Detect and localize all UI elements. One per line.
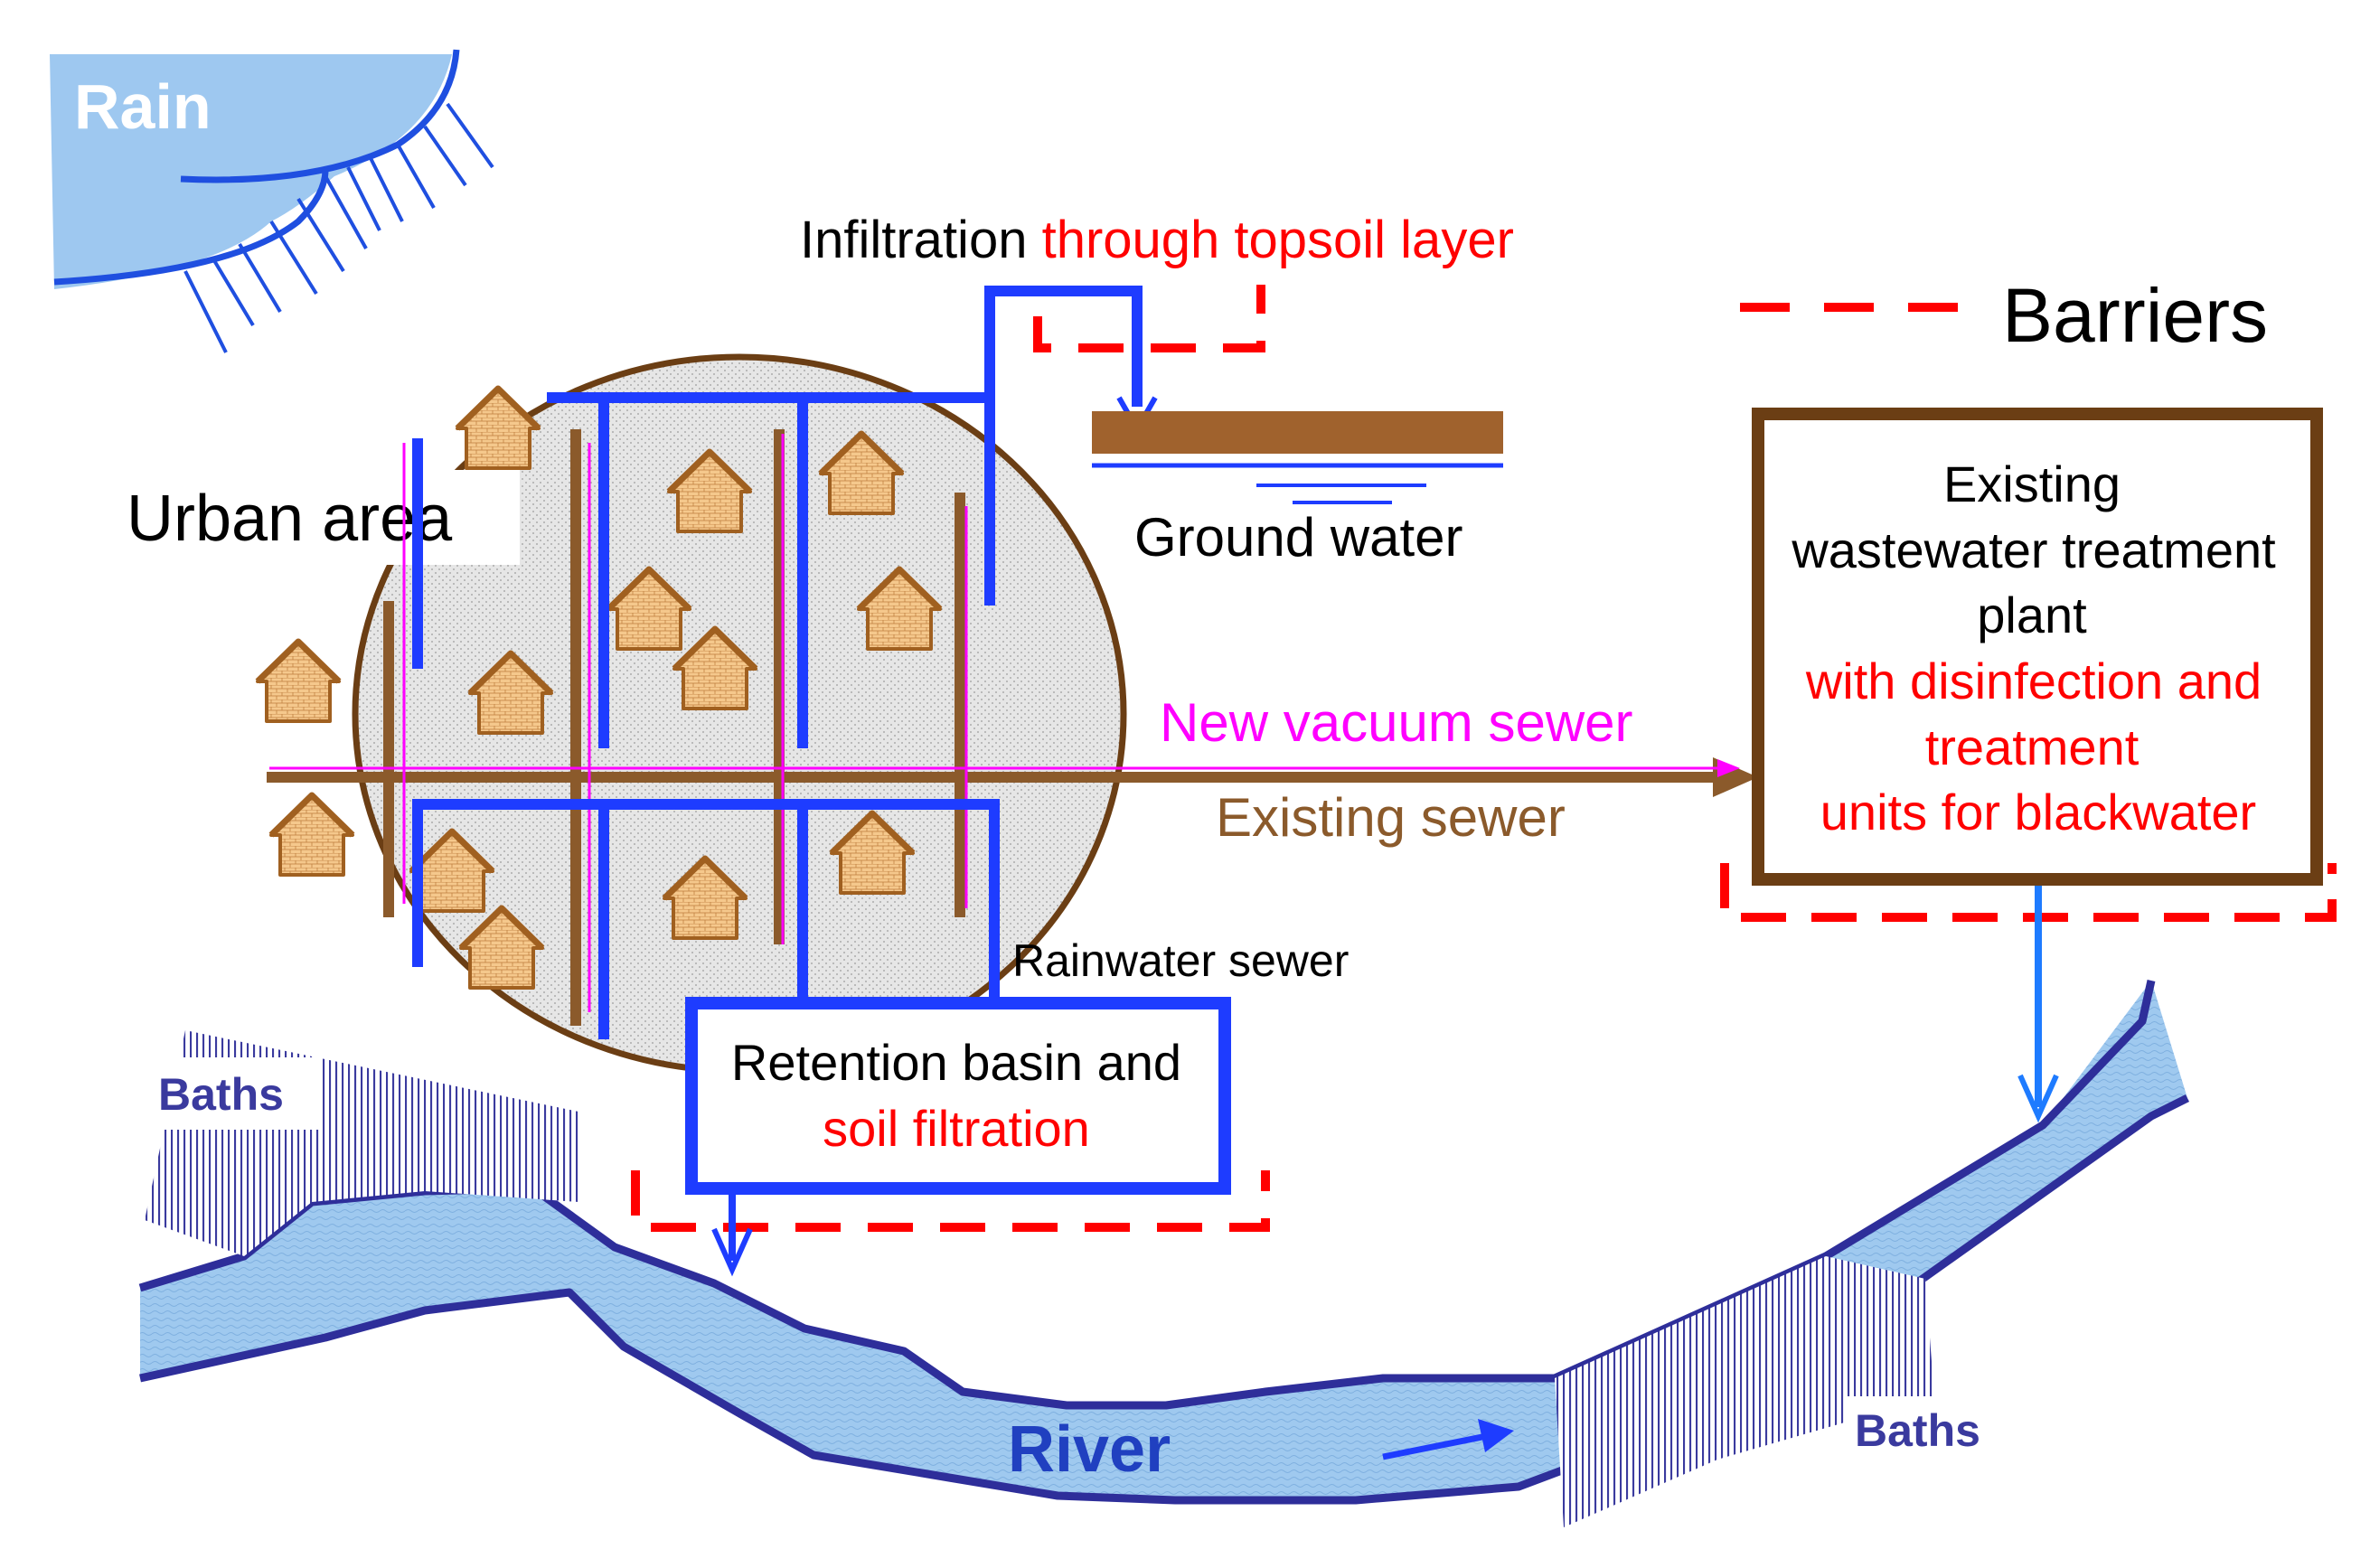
infiltration-label-red: through topsoil layer <box>1042 211 1514 269</box>
new-vacuum-sewer-label: New vacuum sewer <box>1160 692 1633 753</box>
river-flow-arrowhead <box>1478 1419 1514 1452</box>
barriers-legend-label: Barriers <box>2002 273 2268 358</box>
baths-left-label: Baths <box>158 1069 284 1120</box>
house-icon <box>666 448 753 533</box>
retention-basin-box: Retention basin and soil filtration <box>685 997 1231 1195</box>
rain-label: Rain <box>74 71 212 142</box>
ground-water-label: Ground water <box>1134 507 1463 568</box>
rain-streaks <box>183 102 494 353</box>
house-icon <box>268 792 355 877</box>
ground-water: Ground water <box>1092 411 1503 568</box>
wwtp-title-line2: wastewater treatment <box>1791 521 2276 578</box>
existing-sewer-network <box>267 429 1735 1026</box>
rainwater-sewer-network <box>412 298 1000 1039</box>
infiltration-label-black: Infiltration <box>800 211 1042 269</box>
wwtp-title-line3: plant <box>1977 587 2087 643</box>
house-icon <box>458 905 545 990</box>
infiltration-pipe <box>984 286 1143 407</box>
rain-cloud-edge-upper <box>180 49 460 183</box>
house-icon <box>662 855 748 940</box>
wwtp-outflow-arrowhead <box>2017 1074 2059 1123</box>
wwtp-red-line1: with disinfection and <box>1805 653 2262 709</box>
wwtp-frame <box>1752 408 2323 886</box>
wwtp-box: Existing wastewater treatment plant with… <box>1752 408 2323 886</box>
baths-right-hatch <box>1555 1256 1934 1527</box>
rain-cloud-shape <box>50 54 452 289</box>
house-icon <box>455 385 541 470</box>
house-icon <box>818 430 905 515</box>
rain-cloud: Rain <box>50 49 494 353</box>
retention-basin-line2: soil filtration <box>823 1100 1090 1157</box>
house-icon <box>467 650 554 735</box>
house-icon <box>606 566 692 651</box>
barriers-legend: Barriers <box>1740 273 2268 358</box>
wwtp-title-line1: Existing <box>1943 455 2121 512</box>
wwtp-red-line2: treatment <box>1925 718 2140 775</box>
vacuum-sewer-network <box>269 434 1731 1012</box>
house-icon <box>856 566 943 651</box>
retention-basin-line1: Retention basin and <box>731 1034 1181 1091</box>
wwtp-barrier <box>1720 863 2337 922</box>
baths-left: Baths <box>145 1030 578 1256</box>
baths-right: Baths <box>1555 1256 2025 1527</box>
vacuum-sewer-arrowhead <box>1717 759 1740 777</box>
retention-outflow-arrowhead <box>711 1227 753 1277</box>
existing-sewer-label: Existing sewer <box>1216 787 1566 848</box>
retention-barrier <box>631 1170 1270 1232</box>
house-icon <box>255 638 342 723</box>
river-label: River <box>1008 1413 1171 1486</box>
retention-basin-frame <box>685 997 1231 1195</box>
baths-right-label: Baths <box>1855 1405 1980 1456</box>
house-icon <box>672 625 758 710</box>
houses <box>255 385 943 990</box>
house-icon <box>829 810 916 895</box>
wwtp-red-line3: units for blackwater <box>1820 784 2256 840</box>
ground-soil-bar <box>1092 411 1503 454</box>
urban-area-label-group: Urban area <box>113 470 520 565</box>
rainwater-sewer-label: Rainwater sewer <box>1012 935 1349 986</box>
rain-cloud-edge-lower <box>53 169 329 286</box>
infiltration-label: Infiltration through topsoil layer <box>800 211 1514 269</box>
urban-area-label: Urban area <box>127 483 453 555</box>
infiltration-barrier <box>1033 285 1265 352</box>
